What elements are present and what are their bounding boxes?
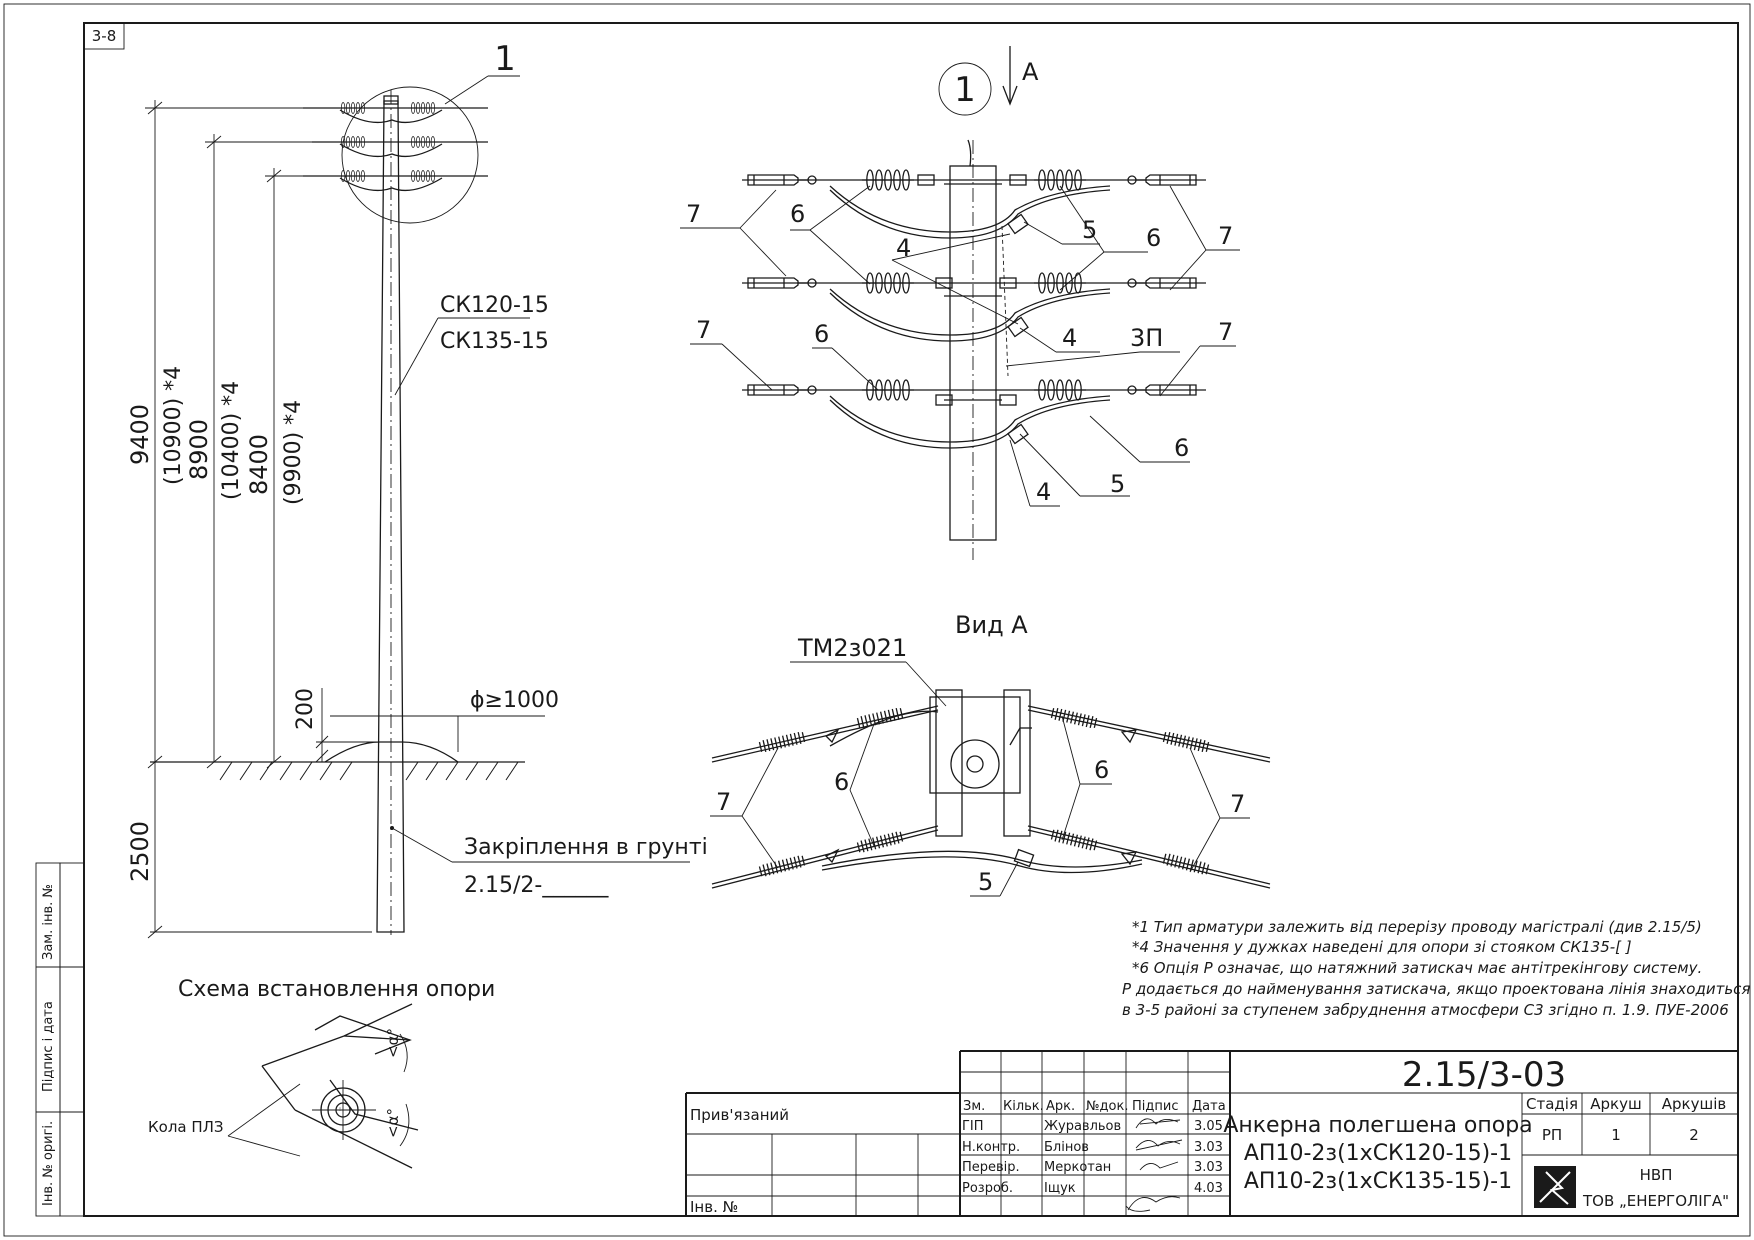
dim-8400-alt: (9900) *4 (281, 400, 306, 505)
doc-title-3: АП10-2з(1хСК135-15)-1 (1244, 1169, 1512, 1194)
pole-type-2: СК135-15 (440, 329, 549, 354)
role-1: ГІП (962, 1119, 984, 1134)
stage-value: РП (1542, 1126, 1562, 1144)
signatures (1125, 1118, 1183, 1212)
note-4: Р додається до найменування затискача, я… (1122, 980, 1750, 998)
note-5: в 3-5 районі за ступенем забруднення атм… (1122, 1001, 1729, 1019)
ground-hatch (219, 761, 519, 781)
detail-label-3p: 3П (1130, 324, 1163, 352)
detail-label-4c: 4 (1036, 478, 1051, 506)
hdr-pidpys: Підпис (1132, 1099, 1178, 1114)
company-line-1: НВП (1640, 1166, 1673, 1184)
role-4: Розроб. (962, 1181, 1013, 1196)
dim-200: 200 (293, 688, 318, 730)
date-3: 3.03 (1194, 1160, 1223, 1175)
name-1: Журавльов (1044, 1119, 1121, 1134)
detail-label-7c: 7 (696, 316, 711, 344)
date-1: 3.05 (1194, 1119, 1223, 1134)
detail-label-6e: 6 (1174, 434, 1189, 462)
circle-label: Кола ПЛЗ (148, 1118, 224, 1136)
company-logo (1534, 1166, 1576, 1208)
signature-date-label: Підпис і дата (41, 1001, 56, 1092)
fixing-ref: 2.15/2-______ (464, 873, 609, 898)
inv-original-label: Інв. № оригі. (41, 1121, 56, 1206)
dim-9400: 9400 (126, 404, 154, 465)
hdr-ark: Арк. (1046, 1099, 1075, 1114)
replaced-inv-label: Зам. інв. № (41, 884, 56, 960)
dim-8900: 8900 (185, 419, 213, 480)
pole-shaft (376, 100, 405, 933)
stage-header: Стадія (1526, 1095, 1578, 1113)
view-a-label-7b: 7 (1230, 790, 1245, 818)
name-4: Іщук (1044, 1181, 1076, 1196)
corner-label: 3-8 (92, 27, 117, 45)
pole-head-assembly (303, 95, 488, 192)
name-3: Меркотан (1044, 1160, 1111, 1175)
notes: *1 Тип арматури залежить від перерізу пр… (1122, 918, 1750, 1019)
sheet-header: Аркуш (1590, 1095, 1641, 1113)
detail-1: 1 А (680, 46, 1240, 560)
hdr-kilk: Кільк. (1003, 1099, 1044, 1114)
view-a-label-7a: 7 (716, 788, 731, 816)
doc-title-1: Анкерна полегшена опора (1223, 1113, 1532, 1138)
dim-8900-alt: (10400) *4 (219, 381, 244, 500)
height-dimensions (145, 100, 382, 939)
detail-callout: 1 (954, 70, 976, 110)
dim-8400: 8400 (245, 434, 273, 495)
detail-label-5b: 5 (1110, 470, 1125, 498)
pole-type-1: СК120-15 (440, 293, 549, 318)
hdr-data: Дата (1192, 1099, 1226, 1114)
mound (324, 741, 459, 763)
detail-label-6c: 6 (814, 320, 829, 348)
detail-label-6b: 6 (1146, 224, 1161, 252)
angle-label-2: <α° (384, 1108, 402, 1138)
detail-label-4a: 4 (896, 234, 911, 262)
view-a: Вид А (710, 611, 1271, 897)
hdr-ndok: №док. (1086, 1099, 1128, 1114)
note-1: *1 Тип арматури залежить від перерізу пр… (1132, 918, 1702, 936)
note-2: *4 Значення у дужках наведені для опори … (1132, 938, 1632, 956)
pole-elevation: 1 СК120-15 СК135-15 9400 (10900) *4 8900 (126, 39, 708, 1002)
role-3: Перевір. (962, 1160, 1020, 1175)
dim-2500: 2500 (126, 821, 154, 882)
view-a-label-6b: 6 (1094, 756, 1109, 784)
title-block: Прив'язаний Інв. № Зм. Кільк. Арк. №док.… (685, 1050, 1738, 1216)
date-2: 3.03 (1194, 1140, 1223, 1155)
date-4: 4.03 (1194, 1181, 1223, 1196)
view-arrow-label: А (1022, 58, 1039, 86)
drawing-frame (83, 22, 1739, 1217)
angle-label-1: <α° (384, 1028, 402, 1058)
bound-label: Прив'язаний (690, 1106, 789, 1124)
note-3: *6 Опція Р означає, що натяжний затискач… (1132, 959, 1702, 977)
detail-callout-1: 1 (494, 39, 516, 79)
name-2: Блінов (1044, 1140, 1089, 1155)
role-2: Н.контр. (962, 1140, 1020, 1155)
doc-title-2: АП10-2з(1хСК120-15)-1 (1244, 1141, 1512, 1166)
plan-scheme: <α° <α° Кола ПЛЗ (148, 1003, 419, 1169)
sheets-value: 2 (1689, 1126, 1699, 1144)
sheets-header: Аркушів (1662, 1095, 1726, 1113)
scheme-title: Схема встановлення опори (178, 977, 495, 1002)
company-line-2: ТОВ „ЕНЕРГОЛІГА" (1582, 1192, 1729, 1210)
hdr-zm: Зм. (963, 1099, 985, 1114)
left-stamp: Зам. інв. № Підпис і дата Інв. № оригі. (35, 862, 85, 1217)
fixing-label: Закріплення в грунті (464, 835, 708, 860)
view-a-label-6a: 6 (834, 768, 849, 796)
dim-9400-alt: (10900) *4 (161, 366, 186, 485)
view-a-label-5: 5 (978, 868, 993, 896)
doc-code: 2.15/3-03 (1402, 1055, 1566, 1095)
detail-label-7b: 7 (1218, 222, 1233, 250)
detail-1-circle (341, 86, 479, 224)
inv-no-label: Інв. № (690, 1198, 738, 1216)
detail-label-6a: 6 (790, 200, 805, 228)
detail-label-7a: 7 (686, 200, 701, 228)
sheet-value: 1 (1611, 1126, 1621, 1144)
detail-label-7d: 7 (1218, 318, 1233, 346)
view-a-title: Вид А (955, 611, 1028, 639)
view-a-part-label: ТМ2з021 (797, 634, 907, 662)
detail-label-4b: 4 (1062, 324, 1077, 352)
mound-diameter: ϕ≥1000 (470, 688, 559, 713)
